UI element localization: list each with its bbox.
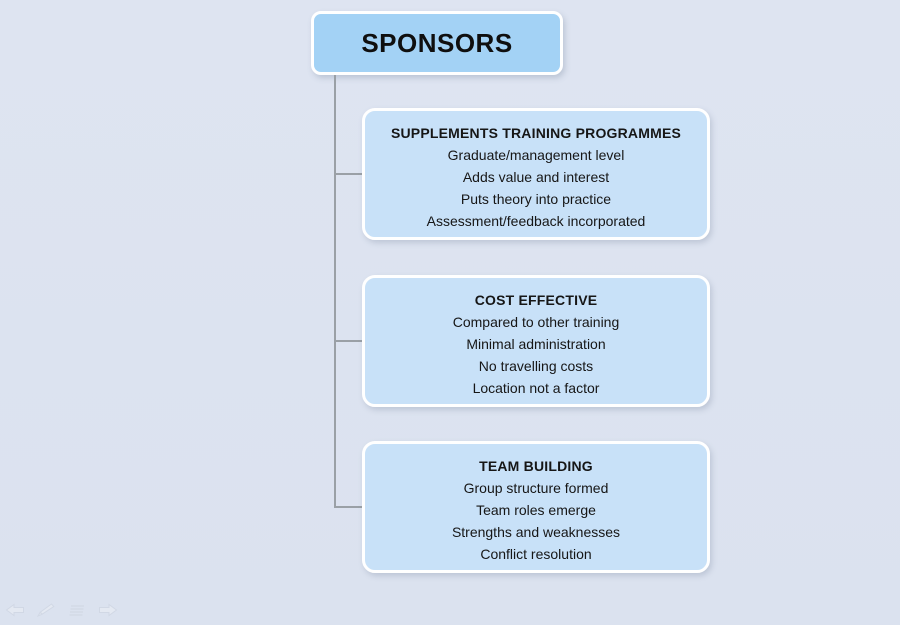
node-title: TEAM BUILDING [479,458,593,474]
root-node-sponsors: SPONSORS [311,11,563,75]
next-slide-button[interactable] [97,601,119,619]
previous-slide-icon [5,603,25,617]
node-item: Strengths and weaknesses [451,524,621,540]
node-item: Compared to other training [452,314,620,330]
connector-branch-2 [335,340,363,342]
node-cost-effective: COST EFFECTIVE Compared to other trainin… [362,275,710,407]
node-item: Conflict resolution [480,546,592,562]
node-item: Puts theory into practice [460,191,612,207]
pen-icon [36,603,56,617]
connector-trunk-line [334,75,336,508]
node-item: Assessment/feedback incorporated [426,213,646,229]
node-item: Team roles emerge [476,502,596,518]
node-item: Group structure formed [463,480,609,496]
next-slide-icon [98,603,118,617]
connector-branch-1 [335,173,363,175]
node-team-building: TEAM BUILDING Group structure formed Tea… [362,441,710,573]
connector-branch-3 [335,506,363,508]
pen-tools-button[interactable] [35,601,57,619]
node-item: Minimal administration [466,336,606,352]
node-title: COST EFFECTIVE [474,292,598,308]
root-node-label: SPONSORS [361,27,513,58]
node-item: No travelling costs [478,358,594,374]
node-item: Graduate/management level [447,147,625,163]
slideshow-nav-toolbar [4,601,119,619]
node-item: Adds value and interest [462,169,610,185]
node-title: SUPPLEMENTS TRAINING PROGRAMMES [390,125,682,141]
node-supplements-training-programmes: SUPPLEMENTS TRAINING PROGRAMMES Graduate… [362,108,710,240]
node-item: Location not a factor [472,380,600,396]
slide-navigator-icon [67,603,87,617]
previous-slide-button[interactable] [4,601,26,619]
slide-navigator-button[interactable] [66,601,88,619]
